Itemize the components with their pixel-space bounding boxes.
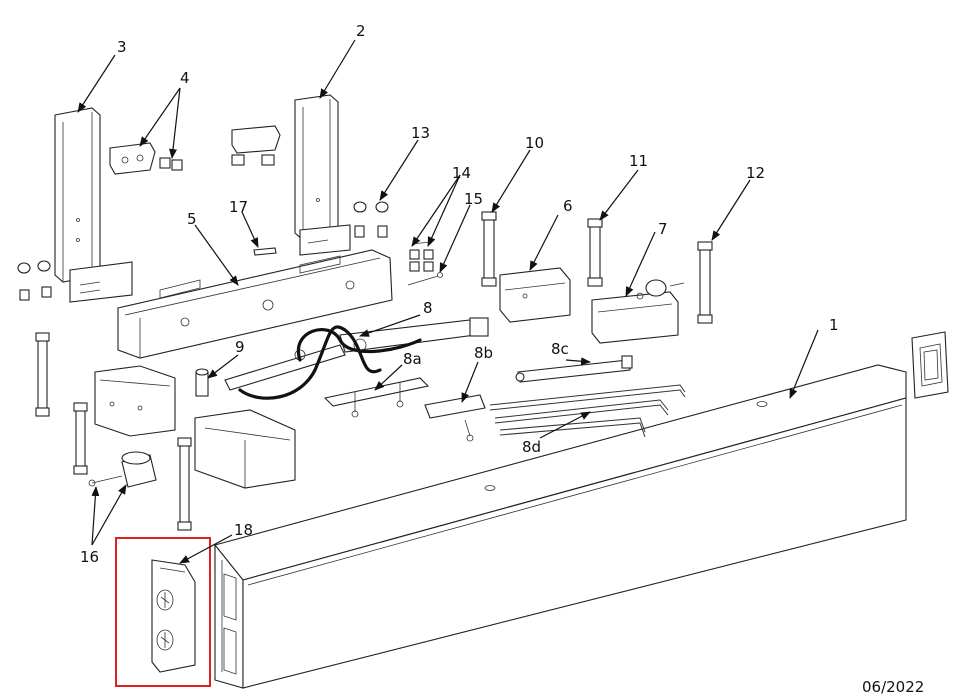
highlight-box-part-18: [115, 537, 211, 687]
tube-part-8c: [515, 355, 633, 383]
bracket-top-center: [231, 125, 281, 166]
bracket-part-7: [591, 279, 685, 344]
bolt-part-11: [587, 218, 603, 287]
revision-date: 06/2022: [862, 678, 924, 696]
label-18: 18: [234, 521, 253, 539]
label-8b: 8b: [474, 344, 493, 362]
label-8: 8: [423, 299, 433, 317]
label-17: 17: [229, 198, 248, 216]
bracket-part-6: [499, 267, 571, 323]
label-14: 14: [452, 164, 471, 182]
callout-labels: 1 2 3 4 5 6 7 8 8a 8b 8c 8d 9 10 11 12 1…: [80, 22, 839, 566]
label-8d: 8d: [522, 438, 541, 456]
mount-bracket-left: [94, 365, 176, 437]
label-12: 12: [746, 164, 765, 182]
label-16: 16: [80, 548, 99, 566]
upright-part-3: [54, 107, 133, 303]
valve-block-part-8b: [424, 394, 486, 442]
label-7: 7: [658, 220, 668, 238]
nuts-left: [17, 260, 52, 301]
pin-part-15: [407, 272, 443, 286]
cylinder-part-8: [224, 317, 489, 400]
cross-frame-part-5: [117, 249, 393, 359]
plate-part-17: [253, 247, 277, 256]
label-4: 4: [180, 69, 190, 87]
pin-part-9: [195, 368, 209, 397]
nuts-part-13: [353, 201, 389, 238]
label-10: 10: [525, 134, 544, 152]
label-2: 2: [356, 22, 366, 40]
label-6: 6: [563, 197, 573, 215]
label-8a: 8a: [403, 350, 422, 368]
label-11: 11: [629, 152, 648, 170]
label-8c: 8c: [551, 340, 569, 358]
bolts-left: [35, 332, 192, 531]
bolt-part-12: [697, 241, 713, 324]
upright-part-2: [294, 94, 351, 256]
label-3: 3: [117, 38, 127, 56]
hardware-part-14: [409, 241, 434, 272]
bracket-part-4: [109, 142, 183, 175]
bushing-part-16: [88, 451, 157, 488]
label-1: 1: [829, 316, 839, 334]
main-beam-part-1: [214, 364, 907, 689]
end-cap-part-18: [151, 559, 196, 673]
manifold-part-8a: [323, 377, 430, 418]
label-5: 5: [187, 210, 197, 228]
label-13: 13: [411, 124, 430, 142]
mount-bracket-center: [194, 409, 296, 489]
bolt-part-10: [481, 211, 497, 287]
end-cap-right: [911, 331, 949, 399]
label-15: 15: [464, 190, 483, 208]
callout-lines: [77, 39, 819, 564]
lines-part-8d: [489, 384, 686, 438]
label-9: 9: [235, 338, 245, 356]
